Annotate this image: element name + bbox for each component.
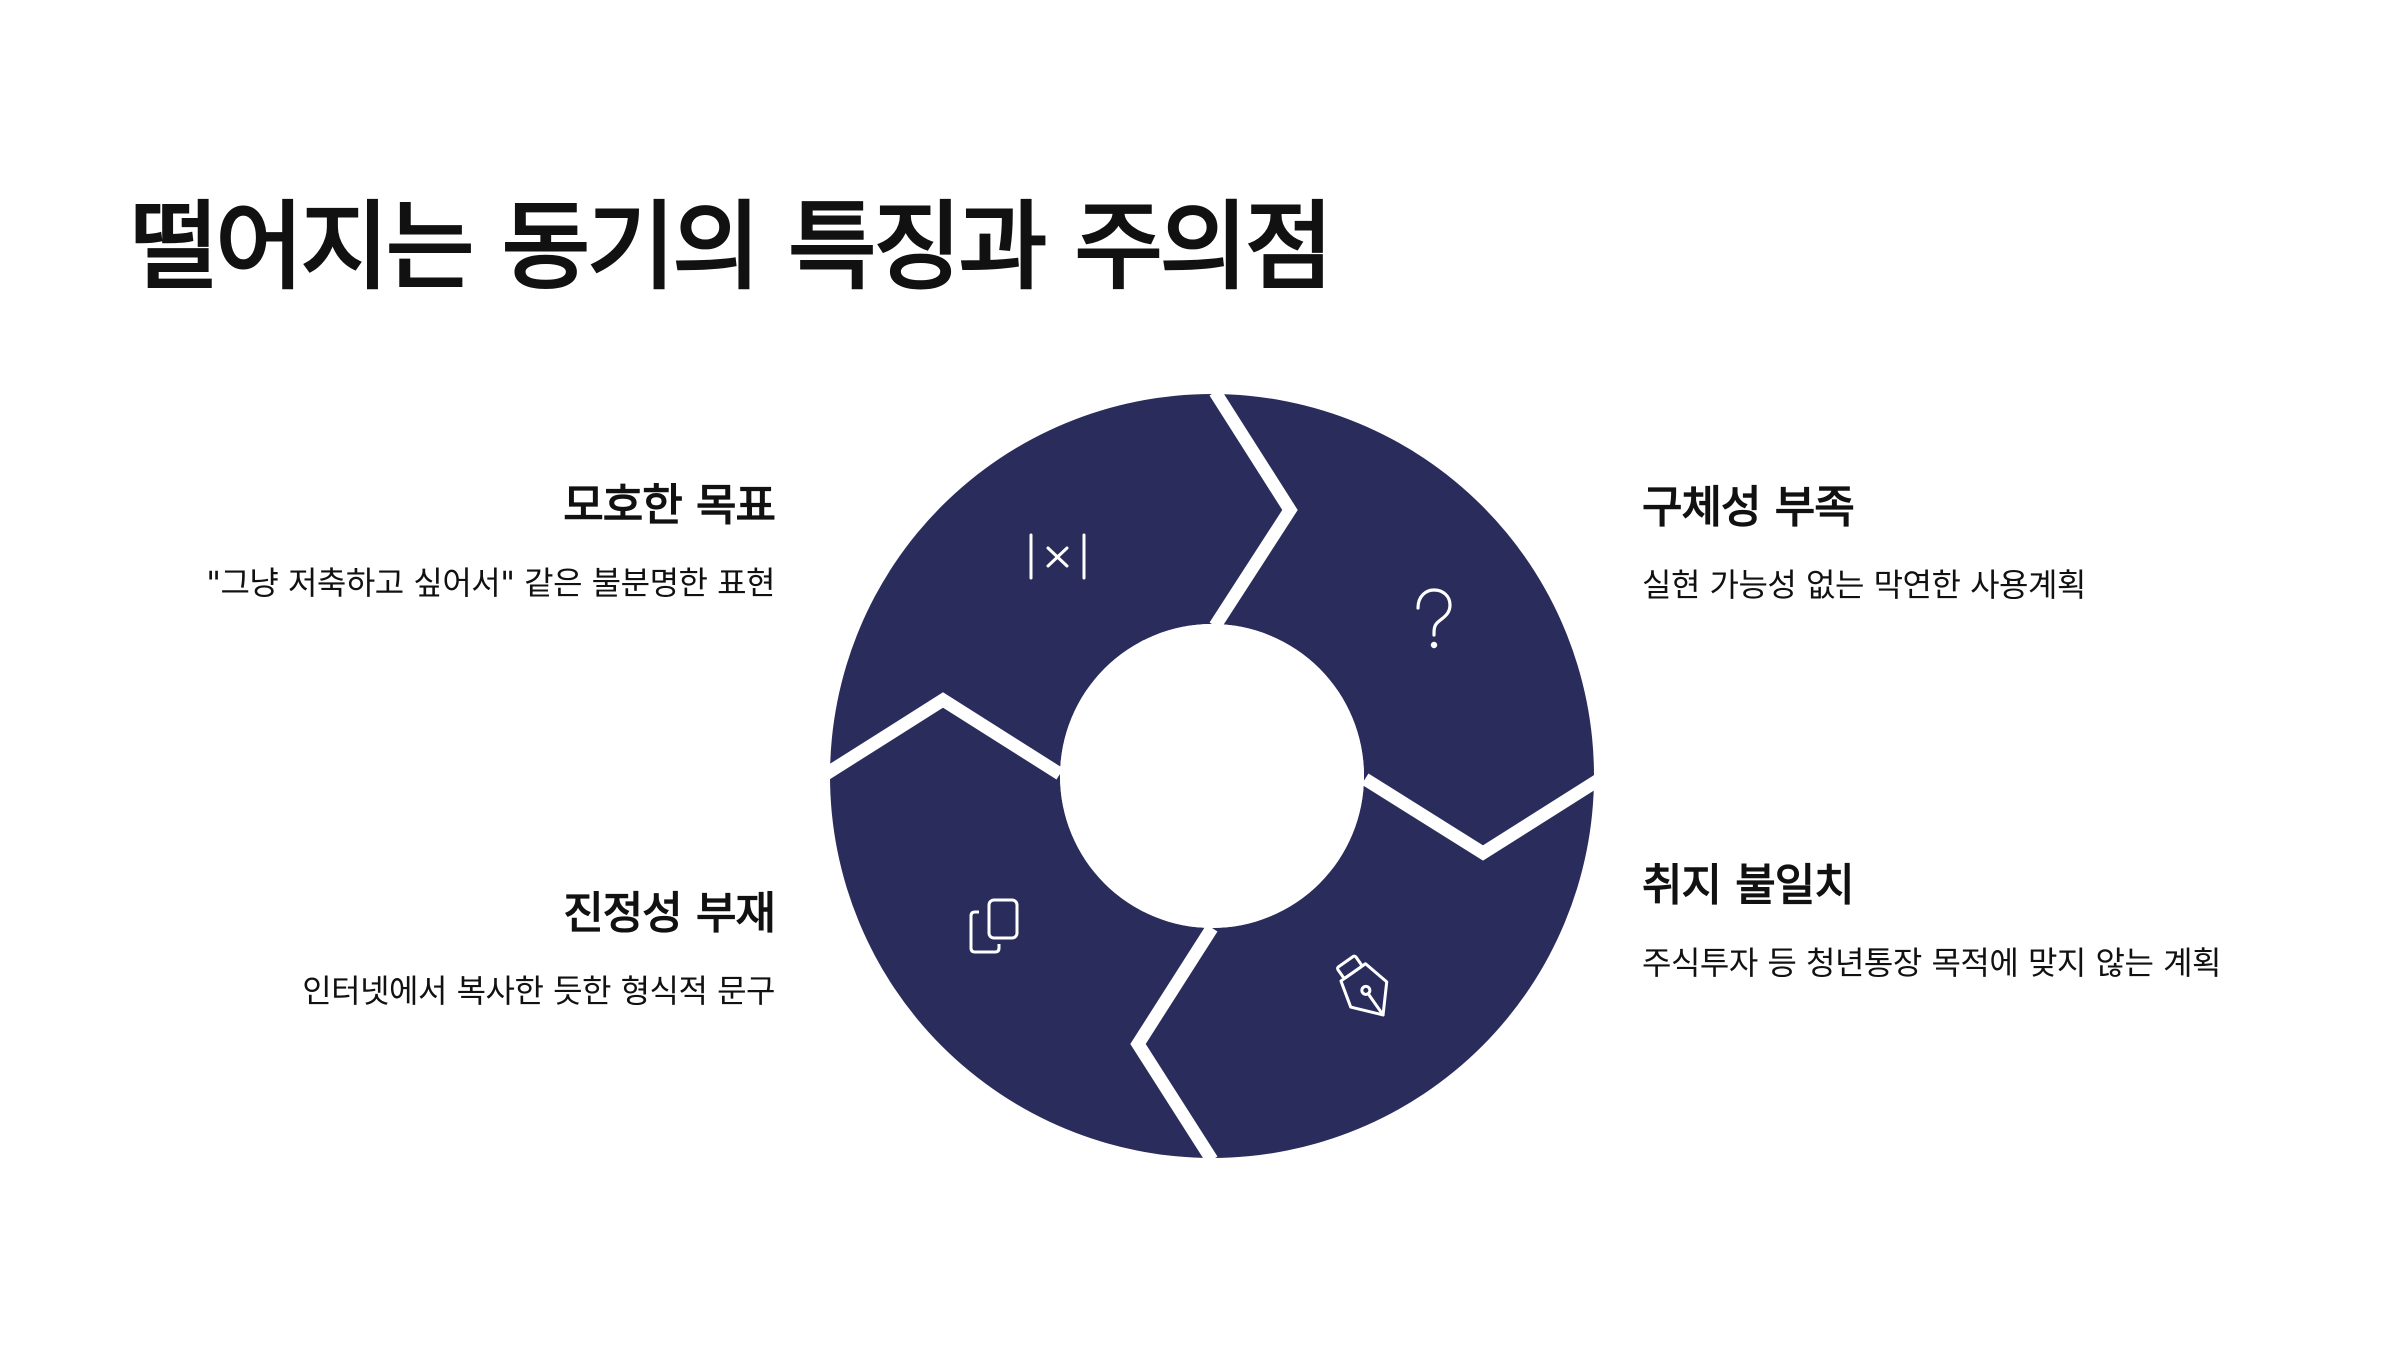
separator-top	[1209, 388, 1298, 630]
item-heading: 진정성 부재	[563, 888, 776, 939]
item-heading: 취지 불일치	[1642, 860, 1855, 911]
pen-nib-icon	[1336, 954, 1389, 1017]
separator-left	[822, 692, 1064, 780]
item-description: "그냥 저축하고 싶어서" 같은 불분명한 표현	[206, 563, 775, 602]
separator-bottom	[1130, 924, 1218, 1164]
question-mark-icon	[1416, 588, 1452, 649]
item-lack-of-specificity: 구체성 부족 실현 가능성 없는 막연한 사용계획	[1642, 482, 2292, 613]
ring-center	[1060, 624, 1364, 928]
formula-x-icon	[1029, 533, 1086, 580]
item-description: 인터넷에서 복사한 듯한 형식적 문구	[302, 971, 775, 1010]
item-purpose-mismatch: 취지 불일치 주식투자 등 청년통장 목적에 맞지 않는 계획	[1642, 860, 2292, 991]
copy-icon	[969, 898, 1019, 954]
page-title: 떨어지는 동기의 특징과 주의점	[130, 191, 1333, 303]
ring-base	[830, 394, 1594, 1158]
item-heading: 구체성 부족	[1642, 482, 1855, 533]
cycle-icons	[969, 533, 1452, 1017]
item-description: 주식투자 등 청년통장 목적에 맞지 않는 계획	[1642, 943, 2221, 982]
item-heading: 모호한 목표	[563, 480, 776, 531]
item-description: 실현 가능성 없는 막연한 사용계획	[1642, 565, 2086, 604]
cycle-segments	[822, 388, 1604, 1164]
item-lack-of-sincerity: 진정성 부재 인터넷에서 복사한 듯한 형식적 문구	[115, 888, 776, 1019]
item-vague-goal: 모호한 목표 "그냥 저축하고 싶어서" 같은 불분명한 표현	[115, 480, 776, 611]
separator-right	[1361, 773, 1604, 861]
